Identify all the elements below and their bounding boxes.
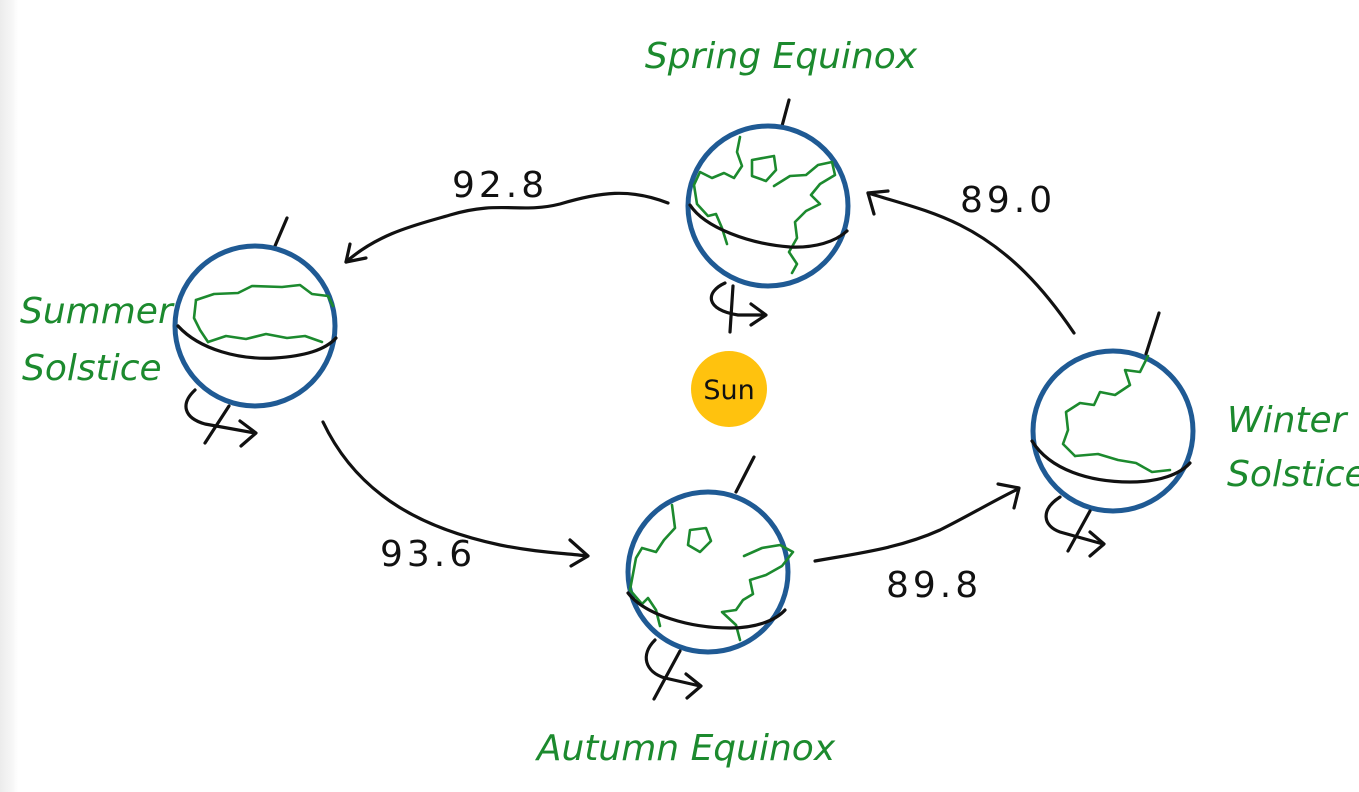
rotation-arrow [184,388,257,435]
earth-globe [625,489,791,655]
rotation-arrow [644,638,702,688]
rotation-arrowhead [684,672,703,700]
axis-bottom [1066,509,1092,553]
continent-island [686,526,713,554]
label-spring-equinox: Spring Equinox [645,36,918,77]
earth-globe [1030,348,1196,514]
globe-winter-solstice: Winter Solstice [1030,311,1359,558]
axis-bottom [728,284,735,334]
globe-spring-equinox: Spring Equinox [645,36,918,334]
label-winter-solstice-line2: Solstice [1227,454,1359,495]
continent-outline [720,543,795,642]
continent-outline [194,283,335,308]
rotation-arrow [1044,495,1105,546]
rotation-arrowhead [749,302,768,327]
label-autumn-equinox: Autumn Equinox [535,728,836,769]
continent-outline [206,332,324,344]
axis-top [734,455,756,494]
equator-line [626,591,787,630]
duration-summer-to-autumn: 93.6 [380,534,476,575]
continent-outline [692,135,744,246]
sun-disc [691,351,767,427]
axis-top [1144,311,1161,356]
axis-bottom [203,404,231,445]
rotation-arrow [709,281,767,317]
left-edge-shadow [0,0,18,792]
continent-outline [1073,452,1172,474]
label-winter-solstice-line1: Winter [1227,400,1349,441]
axis-top [780,98,791,128]
continent-outline [192,298,210,344]
label-summer-solstice-line1: Summer [20,291,175,332]
globe-summer-solstice: Summer Solstice [20,216,338,448]
axis-top [273,216,289,248]
orbit-arrow-winter-to-spring [866,189,1076,335]
continent-outline [1061,354,1150,458]
duration-autumn-to-winter: 89.8 [886,565,982,606]
equator-line [1030,439,1192,484]
duration-winter-to-spring: 89.0 [960,180,1056,221]
orbit-arrow-spring-to-summer [344,191,670,264]
earth-globe [685,123,851,289]
duration-spring-to-summer: 92.8 [452,165,548,206]
globe-autumn-equinox: Autumn Equinox [535,455,836,769]
rotation-arrowhead [1088,530,1106,558]
orbit-arrow-summer-to-autumn [321,420,590,568]
axis-bottom [652,649,682,701]
equator-line [176,324,338,360]
continent-island [750,154,778,183]
rotation-arrowhead [238,419,258,448]
equator-line [688,203,849,249]
orbit-arrow-autumn-to-winter [813,482,1021,563]
label-summer-solstice-line2: Solstice [22,348,162,389]
sun-label: Sun [703,375,754,406]
sun: Sun [691,351,767,427]
continent-outline [628,503,677,628]
